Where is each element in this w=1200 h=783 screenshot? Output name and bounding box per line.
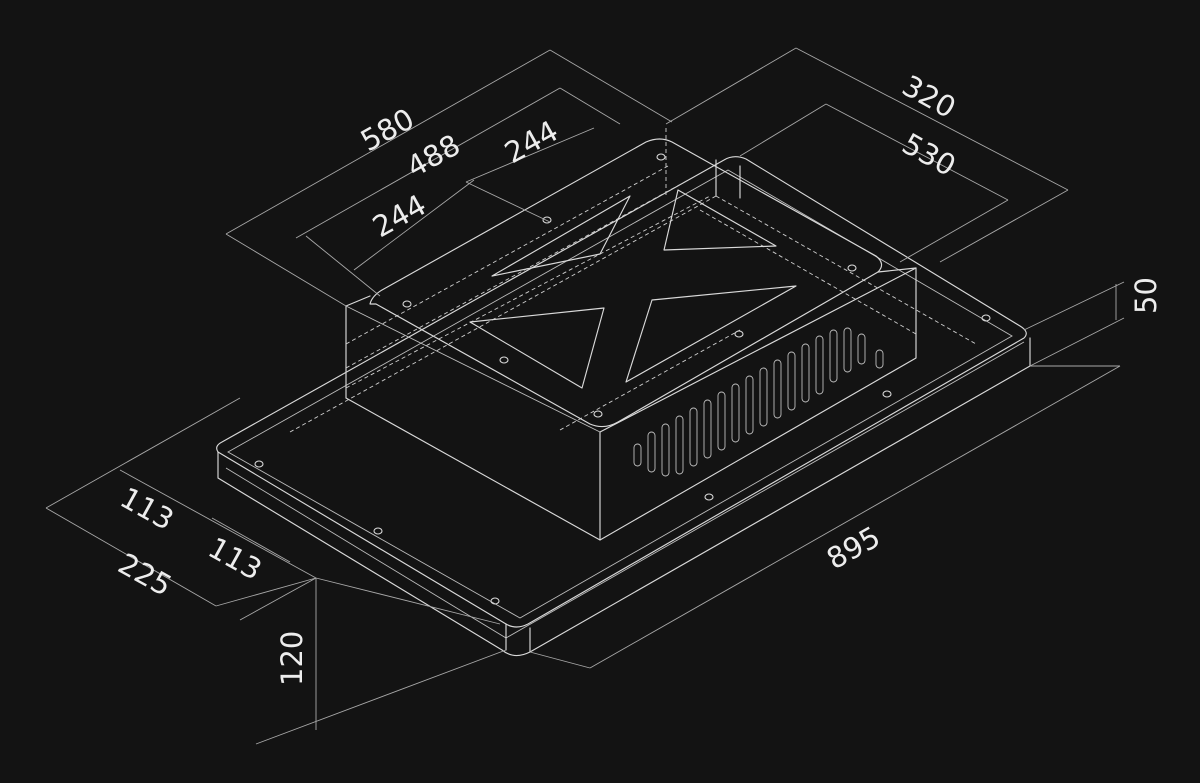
dim-244-top-label: 244 bbox=[499, 114, 564, 171]
side-vent-slots bbox=[633, 327, 884, 477]
dim-895-label: 895 bbox=[821, 520, 886, 577]
motor-box bbox=[345, 138, 917, 541]
dimension-labels: 580 488 244 244 320 530 50 895 113 113 2… bbox=[113, 68, 1163, 686]
top-vent-cutouts bbox=[469, 189, 797, 389]
dimension-lines bbox=[45, 47, 1125, 745]
dim-50-label: 50 bbox=[1129, 277, 1163, 314]
dim-530-label: 530 bbox=[897, 126, 962, 183]
dim-113-bottom-label: 113 bbox=[203, 530, 268, 587]
dim-320-label: 320 bbox=[897, 68, 962, 125]
screw-holes bbox=[254, 153, 991, 605]
dim-120-label: 120 bbox=[275, 631, 309, 686]
base-plate bbox=[216, 156, 1031, 657]
dim-113-top-label: 113 bbox=[115, 480, 180, 537]
hidden-lines bbox=[289, 128, 977, 433]
dim-225-label: 225 bbox=[113, 546, 178, 603]
